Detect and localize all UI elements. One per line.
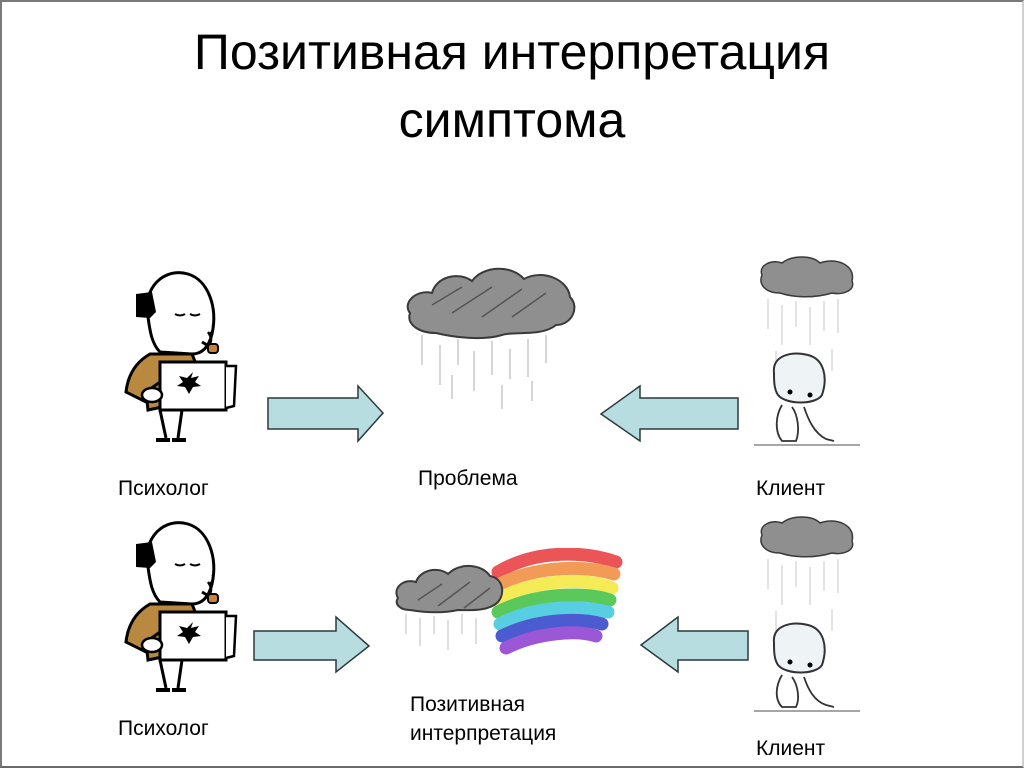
arrow-right-icon (267, 384, 385, 443)
client-label: Клиент (756, 477, 826, 500)
positive-interpretation-line-2: интерпретация (410, 722, 557, 745)
psychologist-label: Психолог (118, 717, 209, 740)
psychologist-illustration (124, 521, 238, 692)
title-line-2: симптома (398, 92, 626, 148)
psychologist-label: Психолог (118, 477, 209, 500)
positive-interpretation-label: Позитивная интерпретация (410, 690, 556, 748)
slide-title: Позитивная интерпретация симптома (0, 18, 1024, 154)
client-label: Клиент (756, 737, 826, 760)
arrow-left-icon (639, 615, 749, 674)
arrow-left-icon (599, 384, 739, 443)
sad-client-illustration (754, 256, 860, 446)
title-line-1: Позитивная интерпретация (193, 24, 831, 80)
cloud-with-rainbow-illustration (395, 548, 623, 655)
psychologist-illustration (124, 271, 238, 442)
sad-client-illustration (754, 516, 860, 712)
positive-interpretation-line-1: Позитивная (410, 693, 526, 716)
problem-label: Проблема (418, 467, 518, 490)
arrow-right-icon (253, 615, 371, 674)
rain-cloud-illustration (406, 267, 576, 409)
